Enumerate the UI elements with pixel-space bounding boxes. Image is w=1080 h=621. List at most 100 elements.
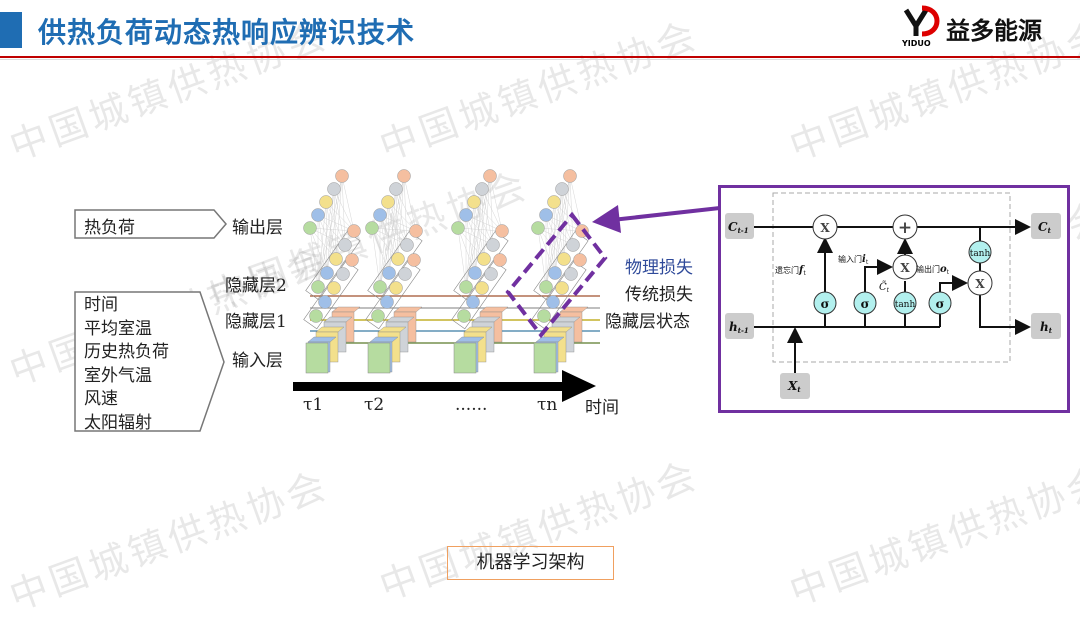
neuron — [373, 280, 387, 294]
neuron — [493, 253, 507, 267]
input-variable: 时间 — [84, 295, 118, 315]
h-prev-box — [725, 313, 754, 339]
neuron — [484, 267, 498, 281]
lstm-cell-diagram: Ct-1 Ct ht-1 ht Xt X + X X tanh σ σ tanh… — [718, 185, 1070, 413]
neuron — [327, 281, 341, 295]
svg-text:Ct: Ct — [1038, 220, 1052, 235]
connection-line — [489, 175, 503, 232]
connection-line — [403, 175, 417, 232]
yiduo-logo-icon: YIDUO — [901, 5, 940, 48]
neuron — [319, 195, 333, 209]
physics-loss-highlight — [505, 211, 608, 339]
time-axis-bar — [293, 382, 565, 391]
connection-line — [317, 214, 328, 274]
neuron — [566, 238, 580, 252]
connection-line — [537, 227, 556, 274]
connection-line — [457, 227, 476, 274]
neuron — [347, 224, 361, 238]
input-variable: 平均室温 — [84, 318, 152, 339]
neuron — [391, 252, 405, 266]
svg-text:遗忘门ft: 遗忘门ft — [775, 265, 806, 277]
neuron — [381, 195, 395, 209]
neuron — [468, 266, 482, 280]
neuron — [409, 224, 423, 238]
connection-line — [309, 227, 328, 274]
input-multiply-icon — [892, 254, 918, 280]
time-step-label: τn — [537, 395, 558, 415]
input-cube — [533, 342, 557, 374]
output-multiply-icon — [967, 270, 993, 296]
connection-line — [371, 227, 390, 274]
input-variable-list: 时间 平均室温 历史热负荷 室外气温 风速 太阳辐射 — [84, 294, 169, 435]
c-out-box — [1031, 213, 1061, 239]
neuron — [539, 208, 553, 222]
neuron — [365, 221, 379, 235]
connection-line — [335, 175, 343, 260]
svg-text:输入门it: 输入门it — [838, 254, 869, 266]
neuron — [398, 267, 412, 281]
neuron — [457, 309, 471, 323]
input-variable: 太阳辐射 — [84, 412, 152, 433]
connection-line — [379, 214, 390, 274]
hidden-state-label: 隐藏层状态 — [605, 312, 690, 332]
svg-text:ht: ht — [1040, 320, 1053, 335]
connection-line — [481, 188, 494, 246]
x-in-box — [780, 373, 810, 399]
pointer-arrow-line — [611, 206, 720, 222]
layer-label-hidden2: 隐藏层2 — [225, 276, 287, 296]
connection-line — [317, 201, 327, 288]
neuron — [329, 252, 343, 266]
physics-loss-label: 物理损失 — [625, 258, 693, 278]
svg-text:tanh: tanh — [895, 300, 916, 310]
neuron — [563, 169, 577, 183]
neuron — [389, 182, 403, 196]
neuron — [483, 169, 497, 183]
svg-text:X: X — [820, 221, 830, 235]
neuron — [311, 280, 325, 294]
svg-text:ht-1: ht-1 — [729, 320, 749, 335]
neuron — [335, 169, 349, 183]
svg-text:X: X — [900, 261, 910, 275]
neuron — [477, 252, 491, 266]
neuron — [467, 195, 481, 209]
recurrent-network-diagram — [293, 169, 720, 402]
connection-line — [309, 227, 355, 232]
svg-text:σ: σ — [936, 297, 945, 311]
lstm-io-boxes — [725, 213, 1061, 399]
connection-line — [371, 227, 417, 232]
page-title: 供热负荷动态热响应辨识技术 — [38, 16, 416, 49]
neuron — [371, 309, 385, 323]
neuron — [380, 295, 394, 309]
neuron — [407, 253, 421, 267]
connection-line — [569, 175, 583, 232]
connection-line — [537, 227, 547, 288]
input-variable: 历史热负荷 — [84, 342, 169, 362]
connection-line — [341, 175, 346, 246]
add-icon — [892, 214, 918, 240]
layer-label-input: 输入层 — [232, 351, 283, 371]
header-divider — [0, 56, 1080, 58]
neuron — [389, 281, 403, 295]
neuron — [547, 195, 561, 209]
neuron — [557, 252, 571, 266]
neuron — [486, 238, 500, 252]
inputs-arrow-box — [74, 291, 225, 432]
title-accent-block — [0, 12, 22, 48]
output-variable-label: 热负荷 — [84, 218, 135, 238]
neuron — [539, 280, 553, 294]
figure-caption: 机器学习架构 — [447, 546, 614, 580]
neuron — [459, 208, 473, 222]
neuron — [537, 309, 551, 323]
connection-line — [457, 227, 467, 288]
neuron — [303, 221, 317, 235]
logo-brand-text: YIDUO — [901, 39, 931, 48]
watermark-text: 中国城镇供热协会 — [373, 452, 705, 609]
watermark-text: 中国城镇供热协会 — [3, 462, 335, 619]
input-cube — [305, 342, 329, 374]
neuron — [400, 238, 414, 252]
neuron — [459, 280, 473, 294]
connection-line — [473, 201, 494, 246]
neuron — [327, 182, 341, 196]
connection-line — [545, 214, 556, 274]
connection-line — [465, 214, 476, 274]
